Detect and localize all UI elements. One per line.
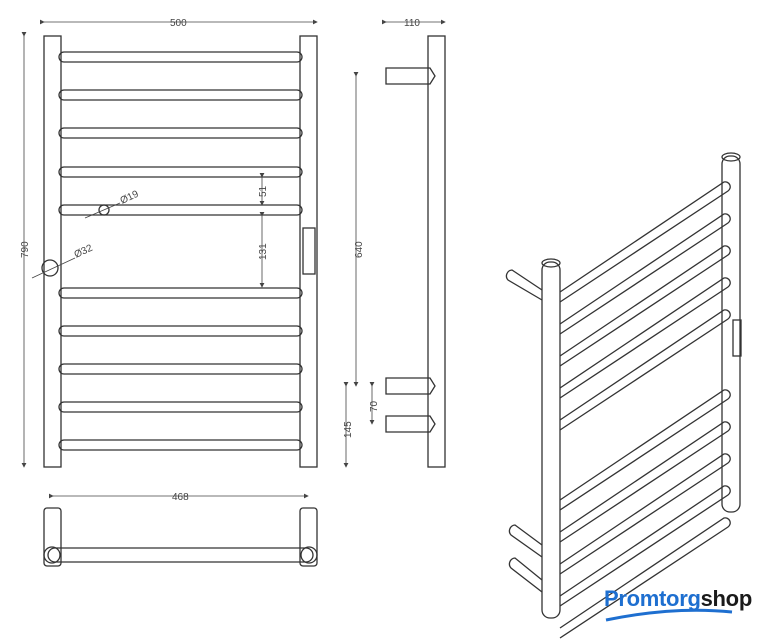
towel-bar-3d [559, 309, 731, 431]
towel-bar-3d [559, 389, 731, 511]
towel-bar [58, 166, 303, 178]
dim-d19: Ø19 [119, 189, 141, 207]
towel-bar-3d [559, 181, 731, 303]
isometric-view [505, 152, 742, 639]
dim-468: 468 [172, 492, 189, 503]
promtorgshop-logo: Promtorgshop [604, 586, 752, 611]
towel-bar [58, 89, 303, 101]
towel-bar-3d [559, 517, 731, 639]
dim-70: 70 [369, 400, 380, 412]
towel-bar [58, 127, 303, 139]
towel-bar-3d [559, 245, 731, 367]
towel-bar-3d [559, 485, 731, 607]
dim-131: 131 [258, 243, 269, 260]
towel-bar-3d [559, 213, 731, 335]
towel-bar [58, 51, 303, 63]
towel-bar-3d [559, 453, 731, 575]
towel-bar [58, 204, 303, 216]
dim-790: 790 [20, 241, 31, 258]
side-view: 110 640 70 145 [343, 18, 446, 468]
dim-110: 110 [404, 18, 420, 29]
towel-bar-3d [559, 421, 731, 543]
dim-145: 145 [343, 421, 354, 438]
top-view: 468 [43, 492, 318, 567]
towel-bar [58, 401, 303, 413]
towel-bar [58, 287, 303, 299]
dim-500: 500 [170, 18, 187, 29]
logo-swoosh [605, 608, 733, 622]
front-view: 500 790 Ø19 Ø32 51 131 [20, 18, 318, 468]
dim-640: 640 [354, 241, 365, 258]
towel-bar [58, 325, 303, 337]
towel-bar [58, 363, 303, 375]
dim-d32: Ø32 [73, 243, 95, 261]
dim-51: 51 [258, 185, 269, 197]
towel-bar [58, 439, 303, 451]
towel-bar-3d [559, 277, 731, 399]
